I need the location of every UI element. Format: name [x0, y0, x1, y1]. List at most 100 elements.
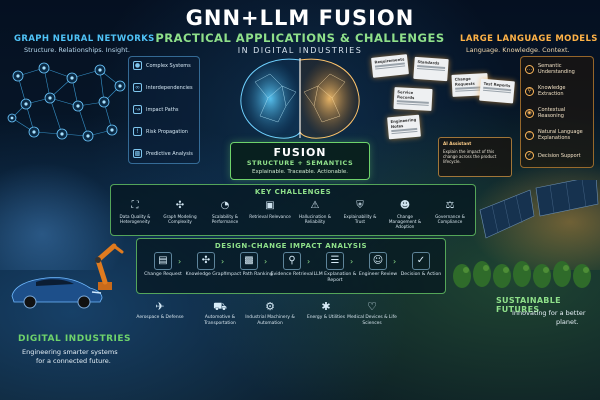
capability-label: Natural Language Explanations	[538, 129, 583, 141]
gnn-network-graph	[7, 62, 126, 142]
gnn-capability-predictive-analysis: ▩ Predictive Analysis	[133, 149, 194, 158]
vineyard-illustration	[453, 261, 591, 288]
document-card: Standards	[413, 56, 449, 82]
electric-car-illustration	[11, 277, 103, 309]
heart-pulse-icon: ♡	[367, 300, 377, 313]
database-icon: ⛶	[131, 200, 139, 211]
analysis-step: ⚲ Evidence Retrieval	[268, 252, 316, 278]
llm-capability-natural-language-explanations: “ Natural Language Explanations	[525, 129, 590, 141]
check-icon: ✓	[525, 151, 534, 160]
arrow-right-icon: ›	[178, 257, 182, 266]
challenge-item: ✣ Graph Modeling Complexity	[163, 200, 197, 224]
scale-icon: ⚖	[445, 200, 455, 211]
challenge-item: ⚖ Governance & Compliance	[435, 200, 465, 224]
gnn-capability-interdependencies: ∞ Interdependencies	[133, 83, 194, 92]
solar-panels-illustration	[479, 180, 599, 239]
industry-item: ⛟ Automotive & Transportation	[204, 300, 236, 326]
brain-icon: ◉	[525, 108, 534, 118]
gnn-capability-risk-propagation: ! Risk Propagation	[133, 127, 194, 136]
capability-label: Predictive Analysis	[146, 150, 193, 157]
challenge-item: ⚠ Hallucination & Reliability	[299, 200, 331, 224]
capability-label: Decision Support	[538, 152, 581, 159]
plane-icon: ✈	[155, 300, 165, 313]
fusion-subtitle: STRUCTURE + SEMANTICS	[246, 159, 354, 167]
digital-industries-line-2: for a connected future.	[36, 357, 111, 365]
path-icon: ↝	[133, 105, 142, 114]
industry-item: ♡ Medical Devices & Life Sciences	[347, 300, 397, 326]
challenge-item: ◔ Scalability & Performance	[211, 200, 239, 224]
car-icon: ⛟	[213, 300, 227, 313]
challenge-item: ☻ Change Management & Adoption	[388, 200, 422, 229]
ai-assistant-title: AI Assistant	[443, 141, 472, 146]
document-card: Service Records	[393, 87, 433, 111]
link-icon: ∞	[133, 83, 142, 92]
check-circle-icon: ✓	[412, 252, 430, 270]
alert-icon: ⚠	[310, 200, 320, 211]
industry-item: ✈ Aerospace & Defense	[136, 300, 184, 320]
arrow-right-icon: ›	[264, 257, 268, 266]
document-card: Test Reports	[479, 78, 515, 104]
llm-capability-knowledge-extraction: ⚲ Knowledge Extraction	[525, 85, 590, 97]
challenge-item: ⛨ Explainability & Trust	[343, 200, 377, 224]
gnn-tagline: Structure. Relationships. Insight.	[24, 46, 130, 54]
sustainable-futures-heading: SUSTAINABLE FUTURES	[496, 296, 561, 314]
fusion-tagline: Explainable. Traceable. Actionable.	[251, 169, 348, 175]
search-icon: ⚲	[525, 86, 534, 96]
llm-capability-decision-support: ✓ Decision Support	[525, 151, 590, 160]
ai-assistant-message: Explain the impact of this change across…	[443, 149, 497, 164]
llm-tagline: Language. Knowledge. Context.	[466, 46, 570, 54]
llm-heading: LARGE LANGUAGE MODELS	[460, 34, 598, 44]
sustainable-futures-line-1: Innovating for a better	[512, 309, 586, 317]
ranking-icon: ▩	[240, 252, 258, 270]
key-challenges-title: KEY CHALLENGES	[254, 188, 332, 196]
analysis-step: ▤ Change Request	[139, 252, 187, 278]
robot-arm-icon: ⚙	[265, 300, 275, 313]
challenge-item: ⛶ Data Quality & Heterogeneity	[119, 200, 151, 224]
ai-assistant-panel: AI Assistant Explain the impact of this …	[438, 137, 512, 177]
digital-industries-line-1: Engineering smarter systems	[22, 348, 118, 356]
gnn-capabilities-panel: ● Complex Systems ∞ Interdependencies ↝ …	[128, 56, 200, 164]
graph-icon: ✣	[175, 200, 185, 211]
gnn-heading: GRAPH NEURAL NETWORKS	[14, 34, 155, 44]
gauge-icon: ◔	[220, 200, 230, 211]
fusion-title: FUSION	[273, 146, 327, 159]
page-title: GNN+LLM FUSION	[185, 6, 415, 30]
shield-icon: ⛨	[356, 200, 364, 211]
industry-item: ✱ Energy & Utilities	[306, 300, 346, 320]
analysis-step: ✣ Knowledge Graph	[182, 252, 230, 278]
analysis-step: ☰ LLM Explanation & Report	[311, 252, 359, 283]
wind-turbine-icon: ✱	[321, 300, 331, 313]
arrow-right-icon: ›	[221, 257, 225, 266]
capability-label: Semantic Understanding	[538, 63, 575, 75]
speech-icon: “	[525, 130, 534, 140]
llm-capability-semantic-understanding: … Semantic Understanding	[525, 63, 590, 75]
robot-arm-illustration	[95, 243, 124, 290]
impact-analysis-title: DESIGN-CHANGE IMPACT ANALYSIS	[214, 242, 368, 250]
page-subtitle-secondary: IN DIGITAL INDUSTRIES	[237, 46, 363, 55]
graph-icon: ✣	[197, 252, 215, 270]
document-card: Engineering Notes	[387, 114, 421, 140]
capability-label: Interdependencies	[146, 84, 193, 91]
analysis-step: ✓ Decision & Action	[397, 252, 445, 278]
file-search-icon: ⚲	[283, 252, 301, 270]
people-icon: ☻	[399, 200, 411, 211]
analysis-step: ☺ Engineer Review	[354, 252, 402, 278]
llm-capabilities-panel: … Semantic Understanding ⚲ Knowledge Ext…	[520, 56, 594, 168]
analysis-step: ▩ Impact Path Ranking	[225, 252, 273, 278]
capability-label: Knowledge Extraction	[538, 85, 566, 97]
arrow-right-icon: ›	[307, 257, 311, 266]
fusion-panel: FUSION STRUCTURE + SEMANTICS Explainable…	[230, 142, 370, 180]
challenge-item: ▣ Retrieval Relevance	[249, 200, 291, 219]
bar-chart-icon: ▩	[133, 149, 142, 158]
arrow-right-icon: ›	[350, 257, 354, 266]
capability-label: Impact Paths	[146, 106, 179, 113]
document-icon: ▤	[154, 252, 172, 270]
capability-label: Contextual Reasoning	[538, 107, 566, 119]
report-icon: ☰	[326, 252, 344, 270]
sustainable-futures-line-2: planet.	[556, 318, 579, 326]
key-challenges-panel: KEY CHALLENGES ⛶ Data Quality & Heteroge…	[110, 184, 476, 236]
warning-icon: !	[133, 127, 142, 136]
capability-label: Complex Systems	[146, 62, 191, 69]
document-card: Requirements	[371, 54, 409, 78]
arrow-right-icon: ›	[393, 257, 397, 266]
